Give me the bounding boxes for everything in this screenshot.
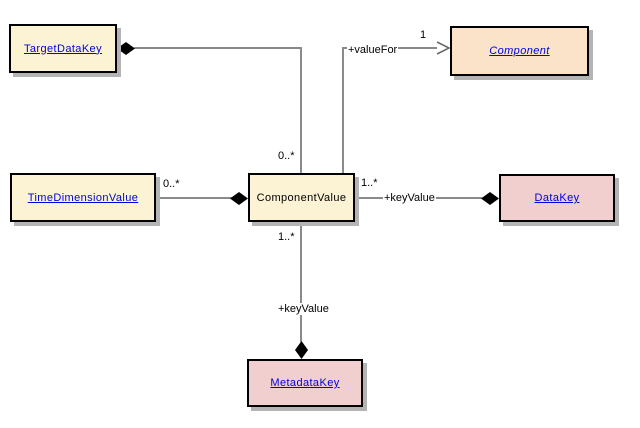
composition-diamond-icon	[117, 42, 135, 55]
connector-componentvalue-metadatakey	[300, 222, 302, 342]
class-name-link[interactable]: Component	[489, 45, 550, 57]
connector-componentvalue-component-vertical	[342, 47, 344, 173]
multiplicity-label: 1	[419, 29, 428, 41]
class-box-componentvalue[interactable]: ComponentValue	[248, 173, 355, 222]
composition-diamond-icon	[295, 341, 308, 359]
multiplicity-label: 0..*	[162, 178, 181, 190]
class-box-metadatakey[interactable]: MetadataKey	[247, 359, 363, 407]
class-name-link[interactable]: TargetDataKey	[24, 42, 102, 55]
multiplicity-label: 0..*	[277, 150, 296, 162]
connector-timedimensionvalue-componentvalue	[156, 197, 232, 199]
class-box-targetdatakey[interactable]: TargetDataKey	[9, 24, 117, 73]
class-name-link[interactable]: MetadataKey	[270, 377, 340, 389]
class-name-link[interactable]: TimeDimensionValue	[27, 191, 139, 204]
connector-targetdatakey-componentvalue-vertical	[300, 47, 302, 173]
class-name-label: ComponentValue	[256, 191, 347, 204]
composition-diamond-icon	[481, 192, 499, 205]
multiplicity-label: 1..*	[277, 231, 296, 243]
open-arrowhead-icon	[436, 41, 450, 55]
role-label: +keyValue	[277, 303, 330, 315]
role-label: +keyValue	[383, 192, 436, 204]
class-name-link[interactable]: DataKey	[534, 192, 580, 204]
composition-diamond-icon	[230, 192, 248, 205]
class-box-datakey[interactable]: DataKey	[499, 174, 615, 222]
role-label: +valueFor	[347, 44, 399, 56]
class-box-component[interactable]: Component	[450, 26, 589, 76]
connector-targetdatakey-componentvalue-horizontal	[134, 47, 302, 49]
class-box-timedimensionvalue[interactable]: TimeDimensionValue	[10, 173, 156, 222]
multiplicity-label: 1..*	[360, 177, 379, 189]
